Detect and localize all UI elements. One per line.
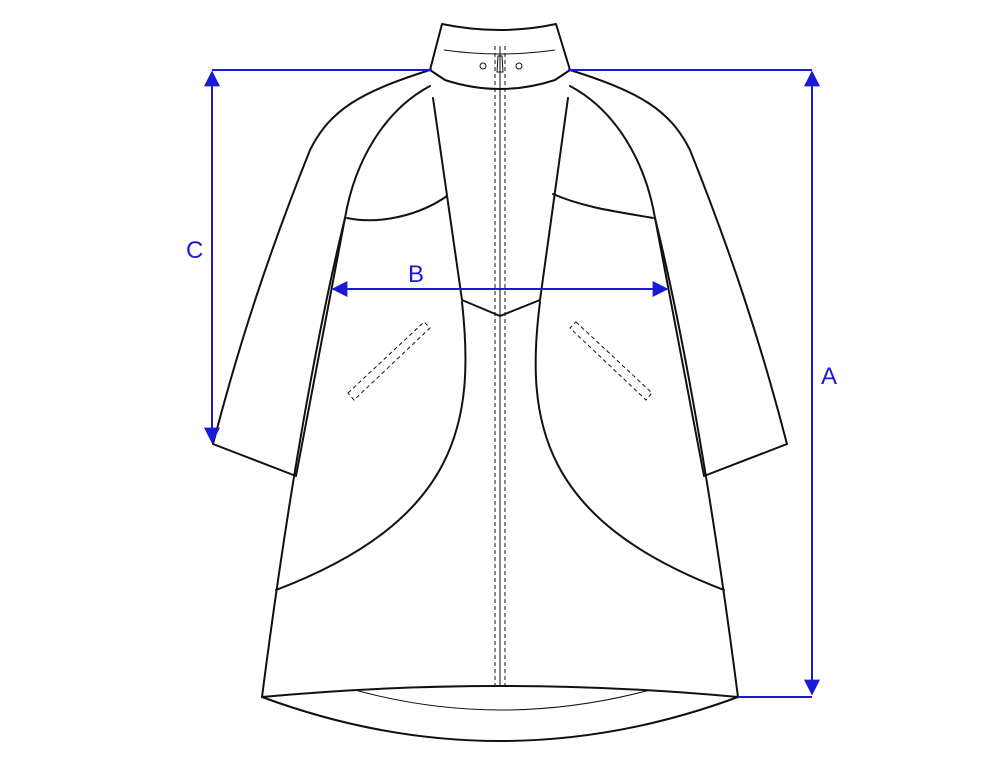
dimension-c: C	[186, 69, 432, 444]
left-pocket	[347, 321, 431, 401]
dimension-a-label: A	[821, 363, 837, 390]
collar	[429, 23, 571, 90]
hem-back	[261, 696, 739, 742]
collar-button-right	[515, 62, 523, 70]
left-raglan-seam	[344, 85, 431, 219]
jacket-drawing	[212, 23, 788, 742]
left-front-panel	[275, 301, 467, 591]
right-yoke-seam	[552, 193, 654, 219]
right-raglan-seam	[569, 85, 656, 219]
collar-button-left	[479, 62, 487, 70]
dimension-a: A	[568, 69, 837, 698]
right-pocket	[569, 321, 653, 401]
hem-front	[261, 685, 739, 698]
dimension-b: B	[331, 261, 669, 297]
left-yoke-seam	[346, 195, 448, 222]
right-front-panel	[534, 301, 725, 591]
body-right-side	[654, 217, 739, 698]
hem-inner	[354, 689, 651, 711]
body-left-side	[261, 217, 346, 698]
left-sleeve	[212, 69, 431, 477]
right-sleeve	[569, 69, 788, 477]
dimension-c-label: C	[186, 237, 203, 264]
dimension-b-label: B	[408, 261, 424, 288]
zipper-pull	[496, 55, 504, 73]
